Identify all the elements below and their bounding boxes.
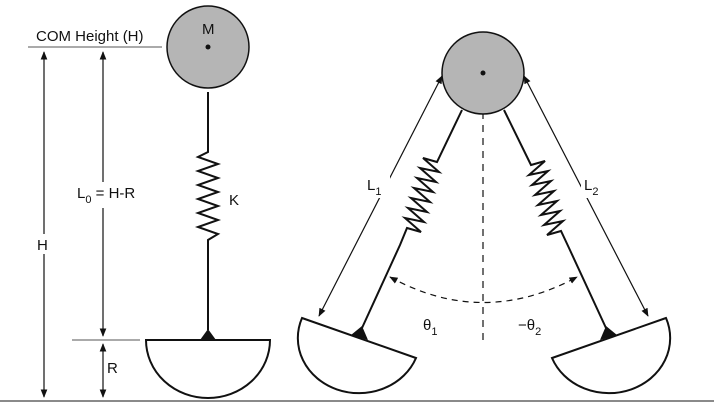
- com-height-label: COM Height (H): [36, 28, 144, 45]
- right-com-dot: [480, 70, 486, 76]
- foot-1-joint: [351, 326, 368, 340]
- foot-2: [550, 316, 672, 395]
- leg-2-spring: [503, 109, 607, 329]
- foot-2-joint: [600, 326, 617, 340]
- left-leg-spring: [194, 92, 222, 330]
- foot-1: [296, 316, 418, 395]
- mass-label: M: [202, 21, 215, 38]
- spring-k-label: K: [229, 192, 239, 209]
- left-model: COM Height (H) H L0 = H-R R K M: [28, 5, 272, 399]
- l1-label: L1: [367, 177, 381, 198]
- theta1-label: θ1: [423, 317, 437, 338]
- theta2-label: −θ2: [518, 317, 541, 338]
- l0-label: L0 = H-R: [77, 185, 135, 206]
- r-label: R: [107, 360, 118, 377]
- left-com-dot: [205, 44, 211, 50]
- l2-label: L2: [584, 177, 598, 198]
- left-foot: [144, 339, 272, 399]
- h-label: H: [37, 237, 48, 254]
- right-model: θ1 −θ2 L1 L2: [296, 31, 672, 395]
- left-ankle-joint: [200, 329, 216, 340]
- leg-1-spring: [361, 109, 463, 329]
